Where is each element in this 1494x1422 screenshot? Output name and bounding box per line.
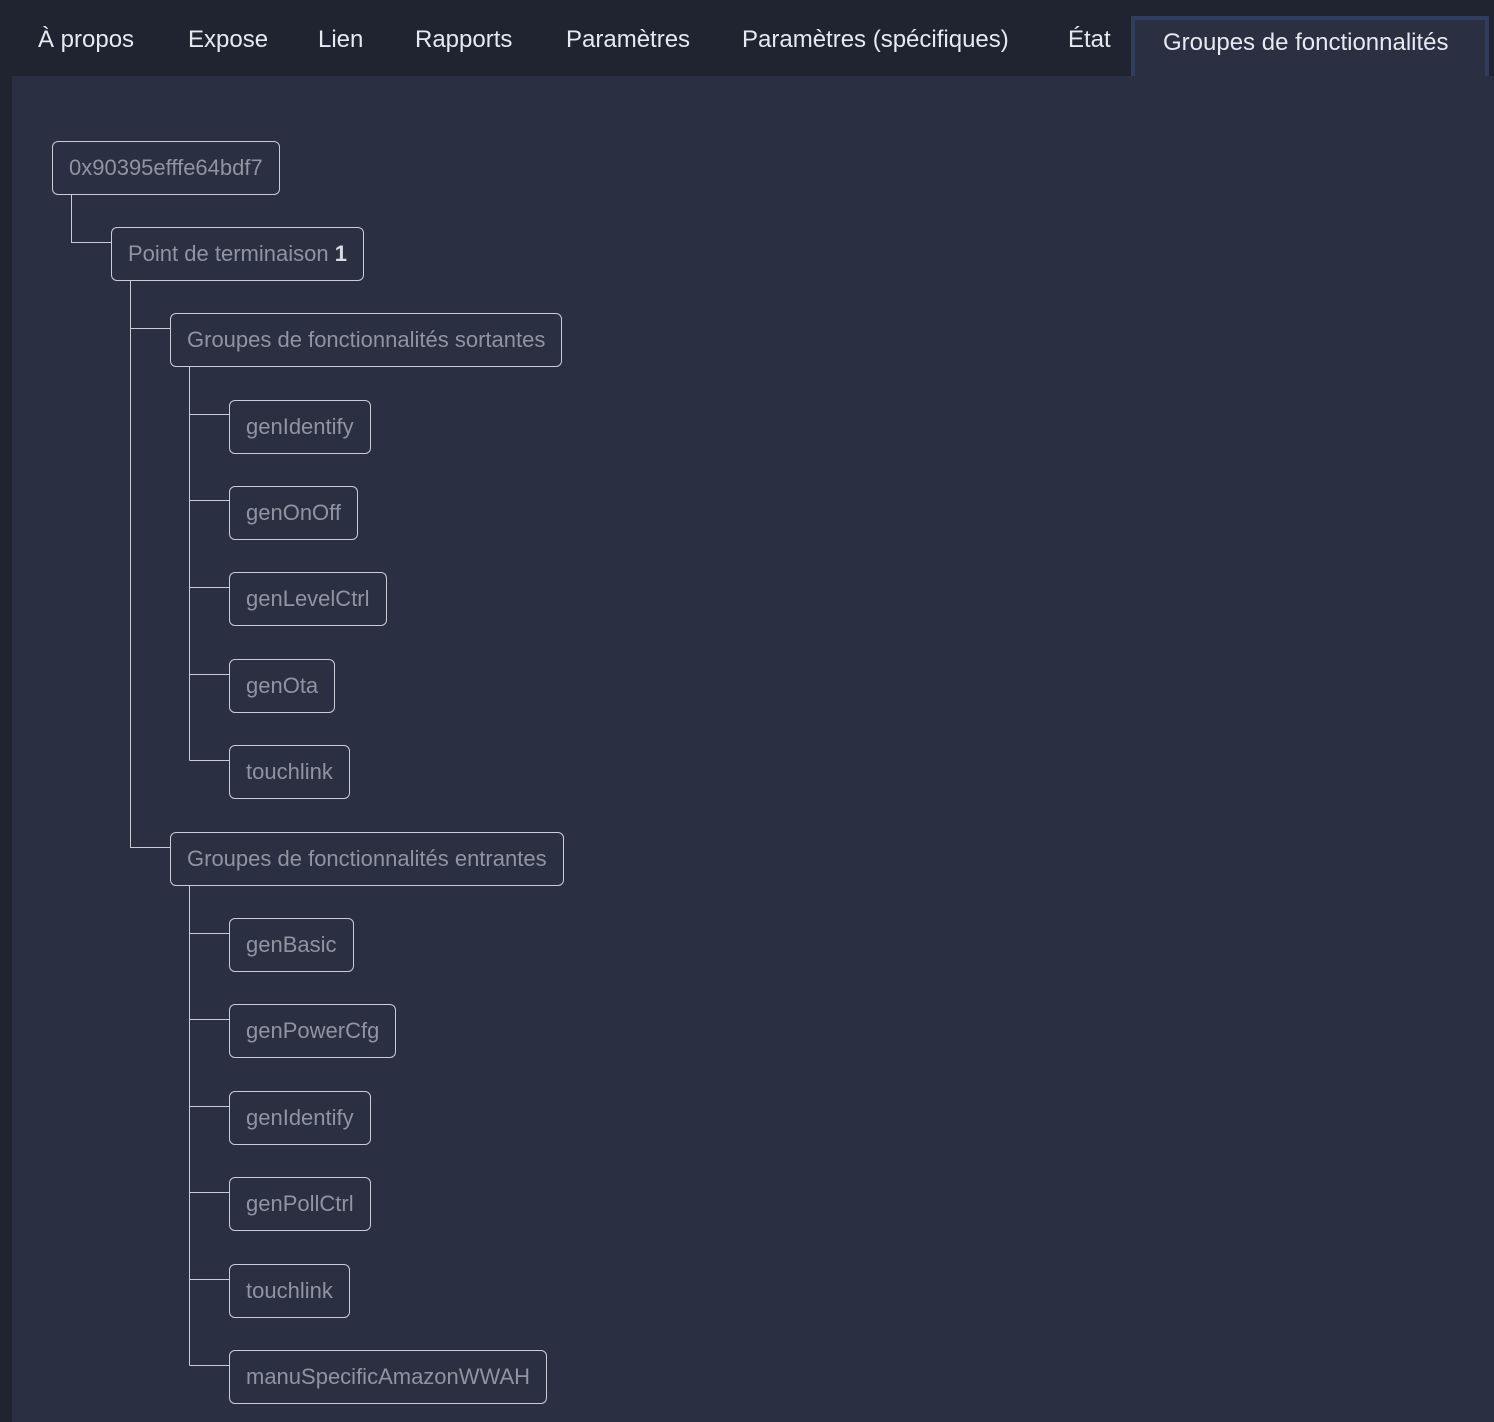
cluster-node[interactable]: touchlink: [229, 745, 350, 799]
output-clusters-group[interactable]: Groupes de fonctionnalités sortantes: [170, 313, 563, 367]
connector-output-clusters: [189, 367, 229, 761]
cluster-node[interactable]: genLevelCtrl: [229, 572, 387, 626]
tab-about[interactable]: À propos: [38, 0, 134, 76]
tab-clusters[interactable]: Groupes de fonctionnalités: [1131, 16, 1489, 84]
device-node[interactable]: 0x90395efffe64bdf7: [52, 141, 280, 195]
cluster-node[interactable]: genOnOff: [229, 486, 358, 540]
tab-label: État: [1068, 26, 1111, 53]
tab-link[interactable]: Lien: [318, 0, 363, 76]
tab-label: Paramètres (spécifiques): [742, 26, 1009, 53]
tab-label: Expose: [188, 26, 269, 53]
cluster-node[interactable]: manuSpecificAmazonWWAH: [229, 1350, 548, 1404]
tab-reports[interactable]: Rapports: [415, 0, 512, 76]
tab-label: Paramètres: [566, 26, 691, 53]
tab-settings[interactable]: Paramètres: [566, 0, 690, 76]
connector-endpoint-groups: [130, 280, 170, 848]
endpoint-node[interactable]: Point de terminaison 1: [111, 227, 364, 281]
clusters-panel: 0x90395efffe64bdf7 Point de terminaison …: [12, 76, 1494, 1422]
endpoint-label: Point de terminaison: [128, 241, 329, 266]
tab-settings-specific[interactable]: Paramètres (spécifiques): [742, 0, 1009, 76]
cluster-node[interactable]: genPowerCfg: [229, 1004, 397, 1058]
tab-label: Lien: [318, 26, 364, 53]
connector-device-endpoint: [71, 194, 111, 243]
cluster-node[interactable]: genIdentify: [229, 1091, 371, 1145]
tab-label: Rapports: [415, 26, 513, 53]
tab-state[interactable]: État: [1068, 0, 1111, 76]
tab-bar: À propos Expose Lien Rapports Paramètres…: [0, 0, 1494, 84]
cluster-node[interactable]: genIdentify: [229, 400, 371, 454]
connector-input-clusters: [189, 885, 229, 1366]
tab-label: À propos: [38, 26, 135, 53]
tree-connectors: [71, 194, 229, 1366]
tab-expose[interactable]: Expose: [188, 0, 268, 76]
cluster-node[interactable]: genPollCtrl: [229, 1177, 371, 1231]
cluster-node[interactable]: touchlink: [229, 1264, 350, 1318]
tab-label: Groupes de fonctionnalités: [1163, 29, 1449, 56]
input-clusters-group[interactable]: Groupes de fonctionnalités entrantes: [170, 832, 564, 886]
cluster-node[interactable]: genBasic: [229, 918, 354, 972]
endpoint-number: 1: [334, 241, 347, 266]
cluster-node[interactable]: genOta: [229, 659, 336, 713]
